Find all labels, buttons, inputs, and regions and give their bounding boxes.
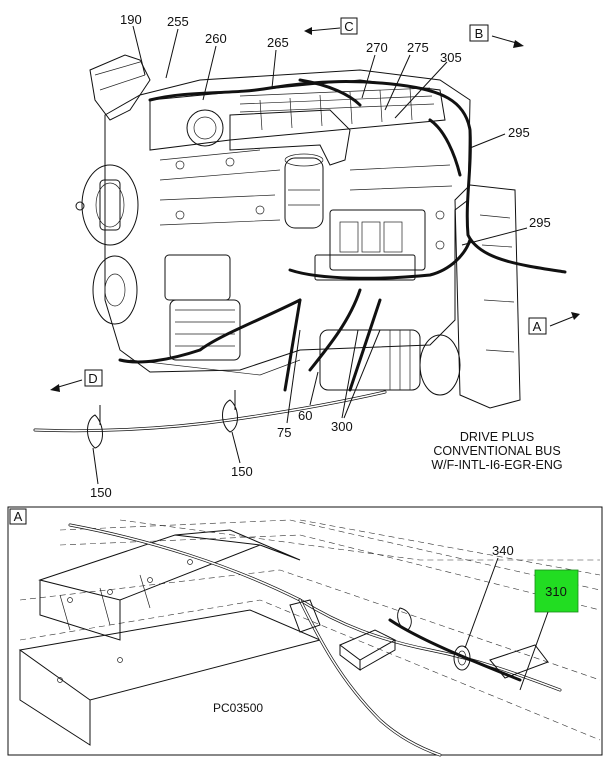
callout-75: 75: [277, 425, 291, 440]
view-arrows: [50, 27, 580, 392]
detail-frame: [7, 506, 603, 756]
detail-view-a: A: [7, 506, 603, 757]
callout-150-left: 150: [90, 485, 112, 500]
callout-190: 190: [120, 12, 142, 27]
view-b-box: [469, 24, 489, 42]
callout-275: 275: [407, 40, 429, 55]
callout-340: 340: [492, 543, 514, 558]
detail-a-box: [9, 508, 27, 525]
title-line-2: CONVENTIONAL BUS: [433, 444, 560, 458]
title-line-1: DRIVE PLUS: [460, 430, 534, 444]
callout-300: 300: [331, 419, 353, 434]
view-c-box: [340, 17, 358, 35]
callout-150-right: 150: [231, 464, 253, 479]
callout-60: 60: [298, 408, 312, 423]
view-b-label: B: [475, 26, 484, 41]
callout-295-lower: 295: [529, 215, 551, 230]
wiring-harness: [33, 78, 567, 433]
view-c-label: C: [344, 19, 353, 34]
leader-340: [464, 557, 499, 649]
view-a-label: A: [533, 319, 542, 334]
leader-310: [519, 611, 549, 691]
callout-310-highlight: [534, 569, 579, 613]
callout-295-upper: 295: [508, 125, 530, 140]
view-d-box: [84, 369, 103, 387]
callout-265: 265: [267, 35, 289, 50]
callout-305: 305: [440, 50, 462, 65]
view-a-box: [528, 317, 547, 335]
callout-310: 310: [545, 584, 567, 599]
engine-illustration: [75, 54, 521, 409]
drawing-title: DRIVE PLUS CONVENTIONAL BUS W/F-INTL-I6-…: [431, 430, 562, 472]
view-d-label: D: [88, 371, 97, 386]
title-line-3: W/F-INTL-I6-EGR-ENG: [431, 458, 562, 472]
harness-clips: [87, 390, 238, 449]
detail-a-label: A: [14, 509, 23, 524]
callout-255: 255: [167, 14, 189, 29]
callout-260: 260: [205, 31, 227, 46]
callout-leaders: [92, 25, 528, 485]
callout-270: 270: [366, 40, 388, 55]
figure-id: PC03500: [213, 701, 263, 715]
